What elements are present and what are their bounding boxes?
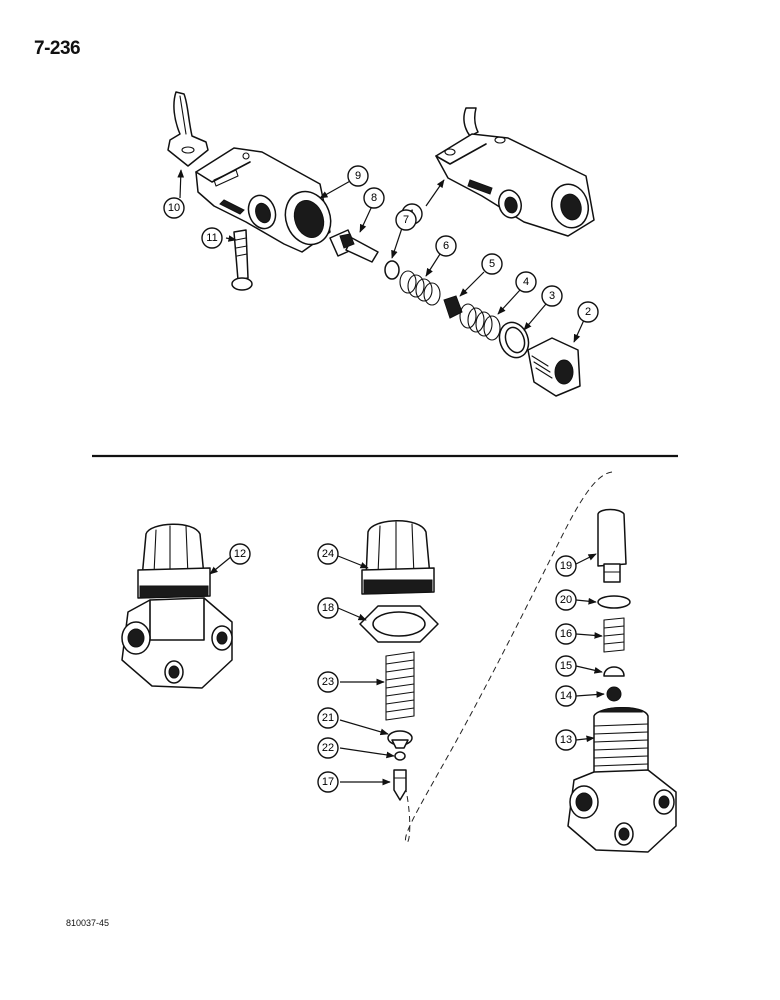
callout-23: 23: [317, 671, 339, 693]
callout-7: 7: [395, 209, 417, 231]
valve-body-left-part-9: [195, 147, 332, 253]
callout-3: 3: [541, 285, 563, 307]
callout-11: 11: [201, 227, 223, 249]
svg-text:11: 11: [206, 232, 217, 244]
callout-10: 10: [163, 197, 185, 219]
nut-part-18: [359, 605, 439, 643]
valve-body-right-part-1: [435, 107, 595, 237]
svg-text:12: 12: [234, 548, 246, 560]
svg-text:7: 7: [403, 214, 409, 226]
svg-text:6: 6: [443, 240, 449, 252]
svg-text:9: 9: [355, 170, 361, 182]
svg-text:15: 15: [560, 660, 572, 672]
ball-part-14: [606, 686, 622, 702]
o-ring-part-7: [384, 260, 400, 280]
page-number: 7-236: [34, 38, 81, 59]
svg-text:13: 13: [560, 734, 572, 746]
callout-5: 5: [481, 253, 503, 275]
o-ring-part-22: [394, 751, 406, 761]
callout-15: 15: [555, 655, 577, 677]
svg-text:5: 5: [489, 258, 495, 270]
callout-22: 22: [317, 737, 339, 759]
callout-16: 16: [555, 623, 577, 645]
relief-valve-assembly-part-12: [121, 523, 233, 689]
callout-6: 6: [435, 235, 457, 257]
spring-part-23: [385, 651, 415, 721]
o-ring-part-20: [597, 595, 631, 609]
callout-24: 24: [317, 543, 339, 565]
svg-text:3: 3: [549, 290, 555, 302]
valve-stem-part-8: [329, 229, 379, 263]
cap-part-24: [361, 520, 435, 595]
callout-19: 19: [555, 555, 577, 577]
svg-text:14: 14: [560, 690, 572, 702]
callout-18: 18: [317, 597, 339, 619]
callout-17: 17: [317, 771, 339, 793]
svg-text:21: 21: [322, 712, 334, 724]
poppet-part-21: [387, 730, 413, 749]
svg-text:20: 20: [560, 594, 572, 606]
bracket-part-10: [167, 91, 209, 167]
callout-20: 20: [555, 589, 577, 611]
illustration-reference: 810037-45: [66, 918, 110, 928]
svg-text:23: 23: [322, 676, 334, 688]
callout-9: 9: [347, 165, 369, 187]
callout-4: 4: [515, 271, 537, 293]
svg-text:10: 10: [168, 202, 180, 214]
spring-part-16: [603, 617, 625, 653]
svg-text:19: 19: [560, 560, 572, 572]
callout-12: 12: [229, 543, 251, 565]
svg-text:16: 16: [560, 628, 572, 640]
svg-text:22: 22: [322, 742, 334, 754]
washer-part-3: [498, 321, 530, 359]
plug-part-2: [527, 337, 581, 397]
callout-8: 8: [363, 187, 385, 209]
svg-text:24: 24: [322, 548, 334, 560]
svg-text:4: 4: [523, 276, 529, 288]
seat-part-5: [443, 295, 463, 319]
svg-text:8: 8: [371, 192, 377, 204]
svg-text:17: 17: [322, 776, 334, 788]
svg-text:2: 2: [585, 306, 591, 318]
spring-part-6: [399, 270, 441, 306]
piston-part-19: [597, 508, 627, 583]
assembly-dashed-line: [404, 471, 613, 843]
callout-13: 13: [555, 729, 577, 751]
callout-14: 14: [555, 685, 577, 707]
callout-2: 2: [577, 301, 599, 323]
seat-part-15: [603, 666, 625, 677]
spring-part-4: [459, 303, 501, 341]
bolt-part-11: [231, 229, 253, 291]
callout-21: 21: [317, 707, 339, 729]
svg-text:18: 18: [322, 602, 334, 614]
pin-part-17: [393, 769, 407, 801]
valve-body-part-13: [567, 707, 677, 853]
